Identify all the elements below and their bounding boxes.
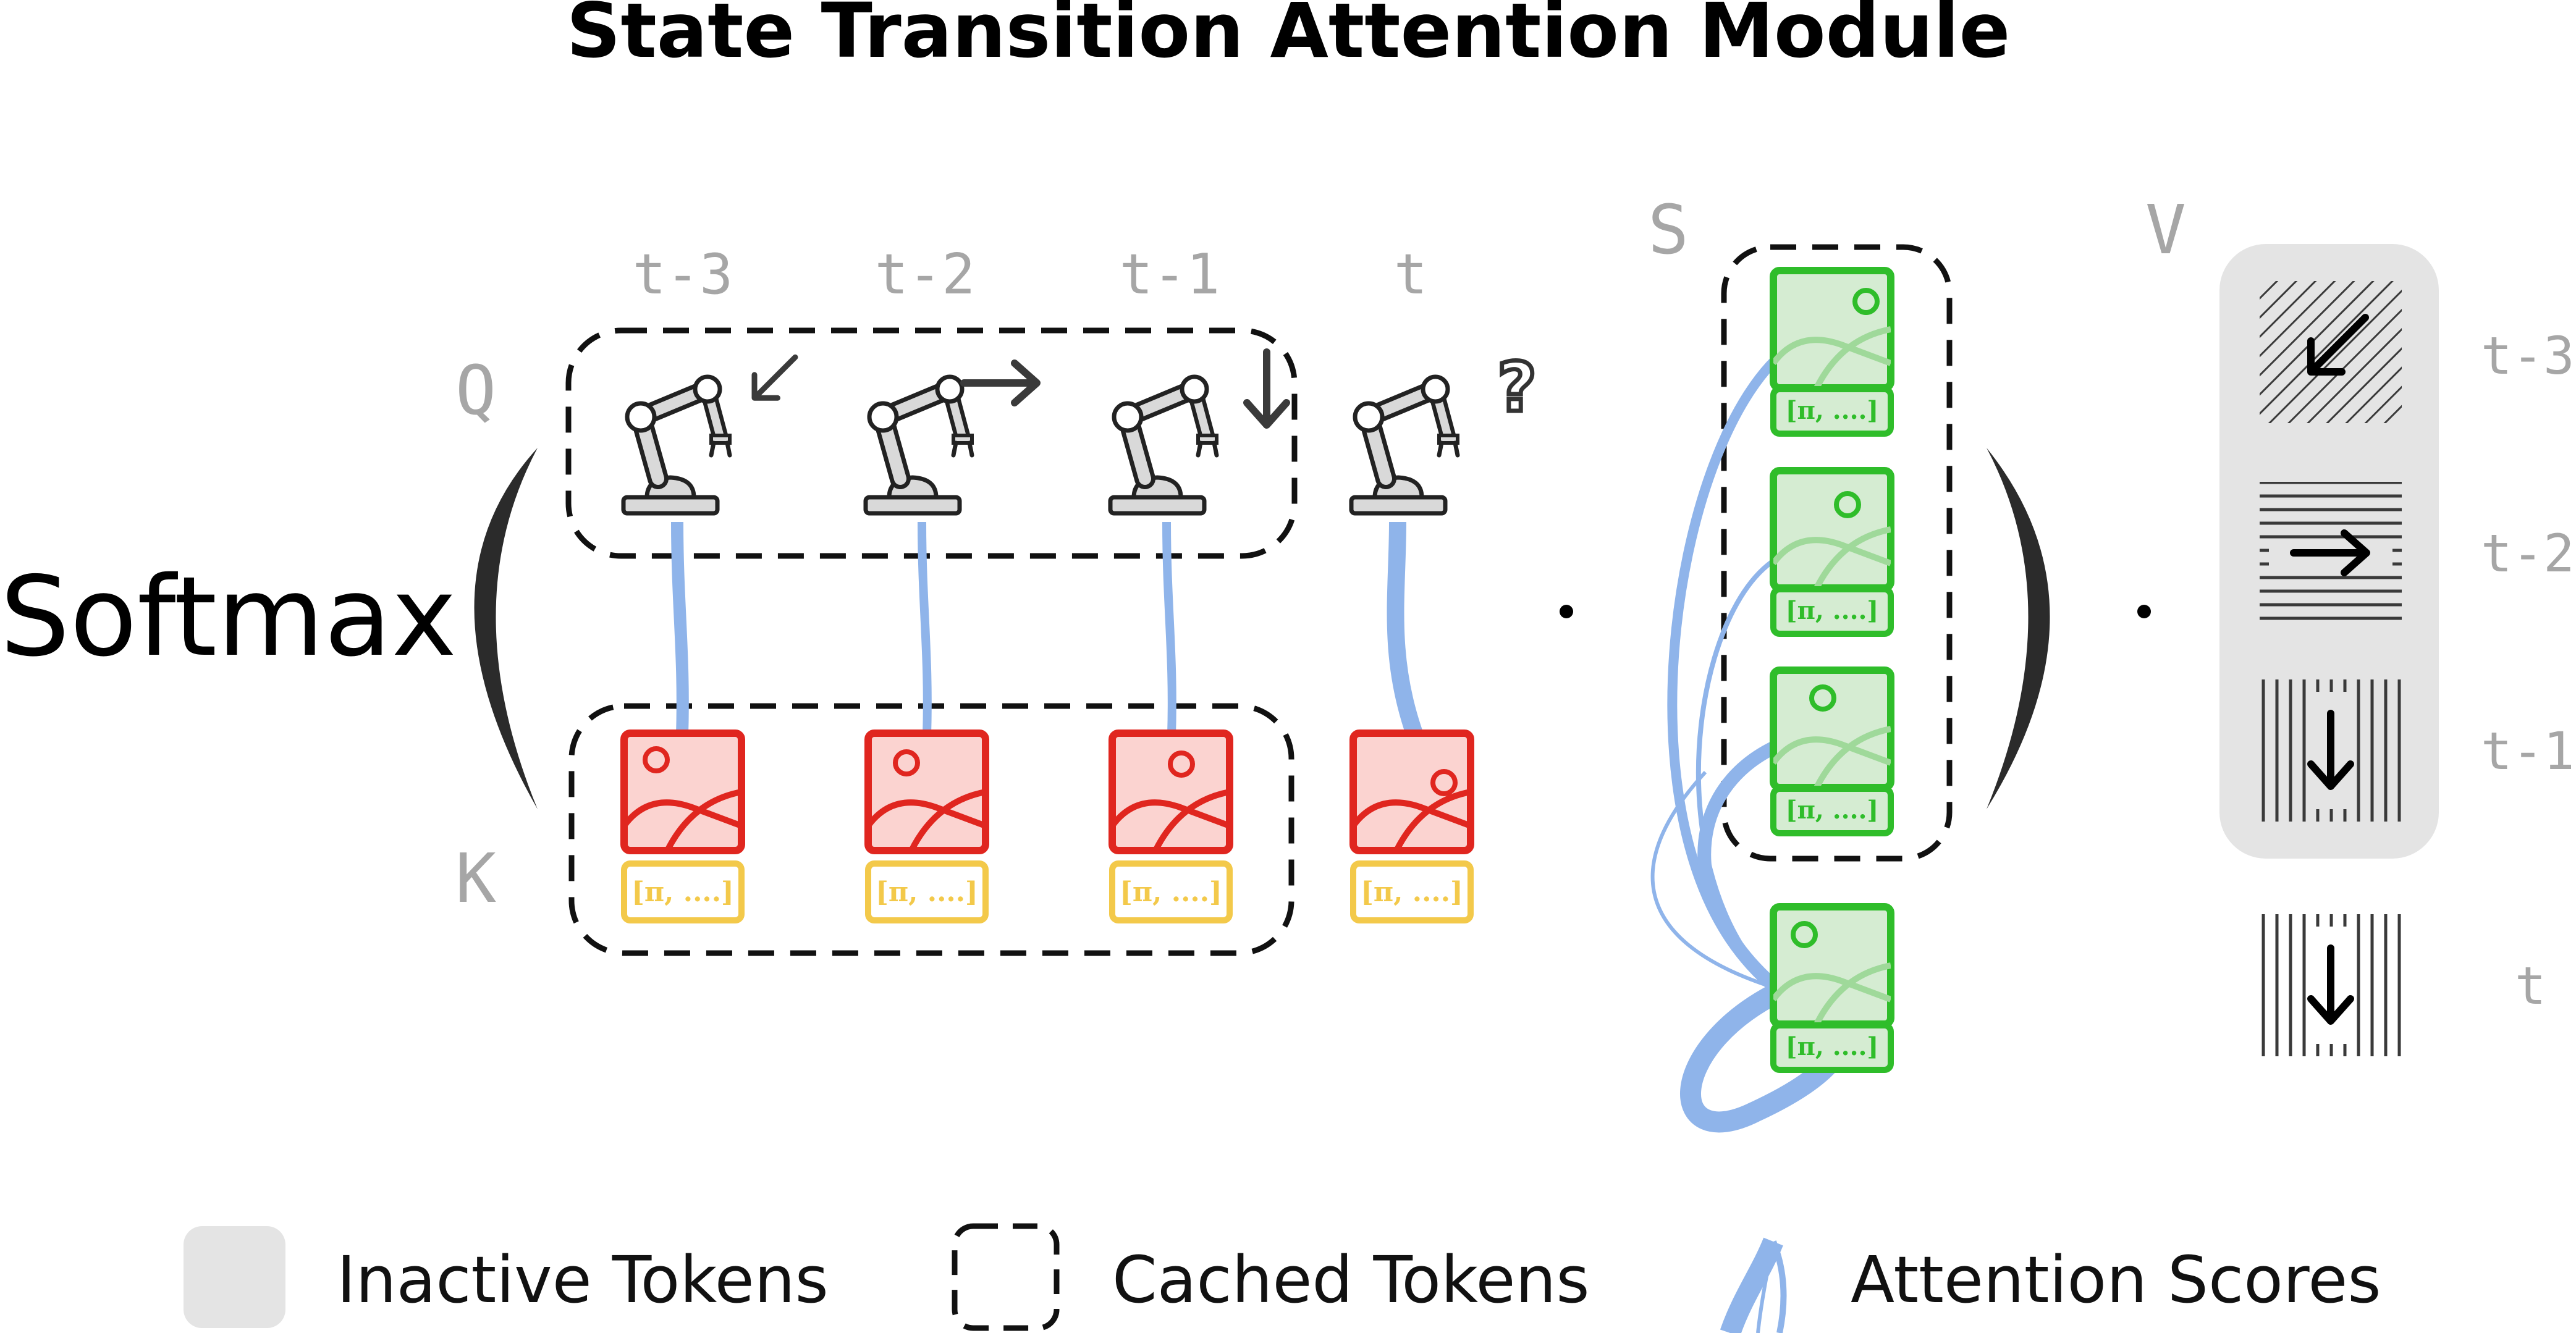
caption-token-text: [π, ....]: [876, 877, 978, 908]
timestep-label: t-1: [1120, 242, 1220, 307]
legend-cached-swatch: [952, 1223, 1060, 1331]
diagram-title: State Transition Attention Module: [567, 0, 2011, 75]
dot-operator: [2137, 605, 2151, 618]
timestep-label: t-3: [633, 242, 733, 307]
key-image-token: [1112, 733, 1230, 851]
question-mark-icon: ?: [1497, 348, 1537, 427]
state-token-caption: [π, ....]: [1786, 396, 1879, 425]
legend: Inactive Tokens Cached Tokens Attention …: [184, 1223, 2381, 1333]
attention-ribbon: [1387, 521, 1424, 738]
key-image-token: [868, 733, 986, 851]
key-caption-token: [π, ....]: [1109, 860, 1233, 923]
value-token: [2260, 281, 2402, 423]
key-caption-token: [π, ....]: [621, 860, 745, 923]
legend-attention-label: Attention Scores: [1851, 1242, 2381, 1318]
softmax-label: Softmax: [0, 553, 457, 681]
state-token: [π, ....]: [1773, 907, 1891, 1073]
arrow-right-icon: [964, 363, 1037, 403]
value-token: [2260, 679, 2402, 822]
state-token: [π, ....]: [1773, 271, 1891, 437]
state-token: [π, ....]: [1773, 670, 1891, 836]
timestep-label: t: [1394, 242, 1427, 307]
robot-arm-icon: [623, 377, 730, 513]
value-token: [2260, 482, 2402, 624]
state-token-caption: [π, ....]: [1786, 596, 1879, 625]
robot-arm-icon: [1351, 377, 1458, 513]
key-image-token: [1353, 733, 1471, 851]
value-token: [2260, 914, 2402, 1056]
legend-inactive-swatch: [184, 1226, 285, 1328]
key-image-token: [624, 733, 741, 851]
query-row-label: Q: [455, 351, 496, 430]
state-token: [π, ....]: [1773, 471, 1891, 637]
robot-arm-icon: [1110, 377, 1217, 513]
cached-query-tokens-box: [565, 327, 1298, 559]
value-row-label: V: [2145, 190, 2186, 269]
value-timestep-label: t-2: [2481, 523, 2575, 584]
legend-inactive-label: Inactive Tokens: [337, 1242, 829, 1318]
cached-state-tokens-box: [1721, 244, 1953, 862]
caption-token-text: [π, ....]: [1361, 877, 1463, 908]
caption-token-text: [π, ....]: [631, 877, 734, 908]
value-timestep-label: t-1: [2481, 721, 2575, 781]
arrow-down-icon: [1247, 352, 1286, 425]
right-parenthesis: [1987, 448, 2050, 809]
robot-arm-icon: [866, 377, 972, 513]
key-caption-token: [π, ....]: [865, 860, 989, 923]
arrow-down-left-icon: [754, 357, 795, 398]
attention-ribbon: [1162, 521, 1176, 736]
state-token-caption: [π, ....]: [1786, 796, 1879, 825]
key-caption-token: [π, ....]: [1350, 860, 1474, 923]
caption-token-text: [π, ....]: [1120, 877, 1222, 908]
key-row-label: K: [455, 839, 496, 918]
legend-cached-label: Cached Tokens: [1112, 1242, 1590, 1318]
left-parenthesis: [474, 448, 538, 809]
attention-ribbon: [671, 521, 689, 736]
timestep-label: t-2: [875, 242, 976, 307]
attention-ribbon: [918, 521, 932, 736]
state-row-label: S: [1648, 190, 1689, 269]
legend-attention-swatch: [1720, 1237, 1787, 1333]
state-token-caption: [π, ....]: [1786, 1032, 1879, 1061]
value-timestep-label: t-3: [2481, 326, 2575, 386]
dot-operator: [1560, 605, 1573, 618]
value-timestep-label: t: [2515, 956, 2546, 1016]
